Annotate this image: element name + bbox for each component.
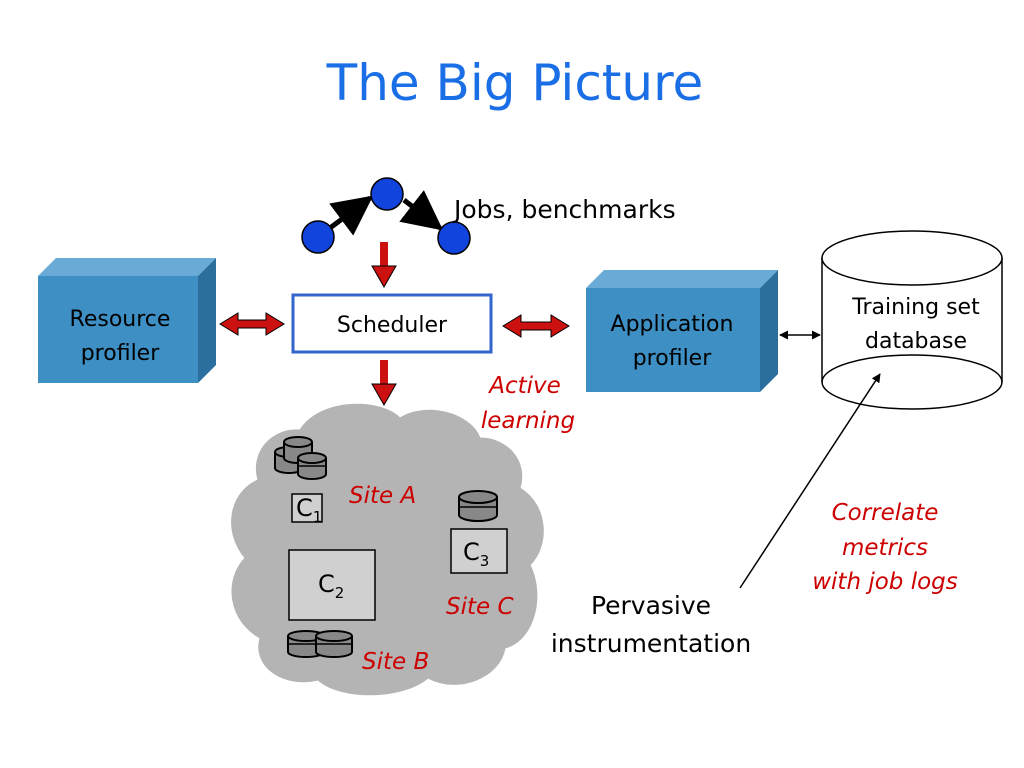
active-learning-label-2: learning bbox=[481, 408, 575, 434]
application-profiler-box bbox=[586, 270, 778, 392]
cluster-c2-box bbox=[288, 549, 376, 621]
site-b-disks bbox=[287, 630, 353, 658]
pervasive-label-2: instrumentation bbox=[551, 629, 751, 658]
scheduler-to-cloud-arrow bbox=[371, 360, 397, 407]
site-b-label: Site B bbox=[362, 649, 429, 675]
application-profiler-label-1: Application bbox=[611, 312, 734, 337]
correlate-label-2: metrics bbox=[842, 535, 928, 561]
scheduler-label: Scheduler bbox=[337, 313, 448, 338]
job-node-1 bbox=[301, 220, 335, 254]
site-c-label: Site C bbox=[446, 594, 514, 620]
training-db-label-1: Training set bbox=[851, 295, 980, 320]
correlate-label-3: with job logs bbox=[812, 569, 958, 595]
resource-scheduler-double-arrow bbox=[219, 312, 285, 336]
resource-profiler-box bbox=[38, 258, 216, 383]
active-learning-label-1: Active bbox=[487, 373, 561, 399]
correlate-label-1: Correlate bbox=[832, 500, 939, 526]
scheduler-app-double-arrow bbox=[502, 314, 570, 338]
cluster-c2-label: C2 bbox=[318, 570, 344, 602]
site-a-disks bbox=[274, 436, 327, 480]
resource-profiler-label-1: Resource bbox=[70, 307, 171, 332]
jobs-to-scheduler-arrow bbox=[371, 242, 397, 289]
scheduler-box bbox=[291, 293, 493, 354]
site-a-label: Site A bbox=[349, 483, 416, 509]
cluster-c1-box bbox=[291, 493, 323, 523]
application-profiler-label-2: profiler bbox=[633, 346, 712, 371]
cluster-c3-box bbox=[450, 528, 508, 574]
resource-profiler-label-2: profiler bbox=[81, 341, 160, 366]
training-db-cylinder bbox=[821, 230, 1003, 410]
job-node-2 bbox=[370, 177, 404, 211]
instrumentation-to-db-arrow bbox=[739, 373, 881, 589]
job-node-3 bbox=[437, 221, 471, 255]
cluster-c3-label: C3 bbox=[463, 538, 489, 570]
site-c-disk bbox=[458, 490, 498, 522]
training-db-label-2: database bbox=[865, 329, 967, 354]
job-graph bbox=[301, 177, 471, 255]
page-title: The Big Picture bbox=[326, 54, 704, 112]
cluster-c1-label: C1 bbox=[296, 494, 322, 526]
pervasive-label-1: Pervasive bbox=[591, 591, 711, 620]
jobs-benchmarks-label: Jobs, benchmarks bbox=[452, 195, 676, 224]
